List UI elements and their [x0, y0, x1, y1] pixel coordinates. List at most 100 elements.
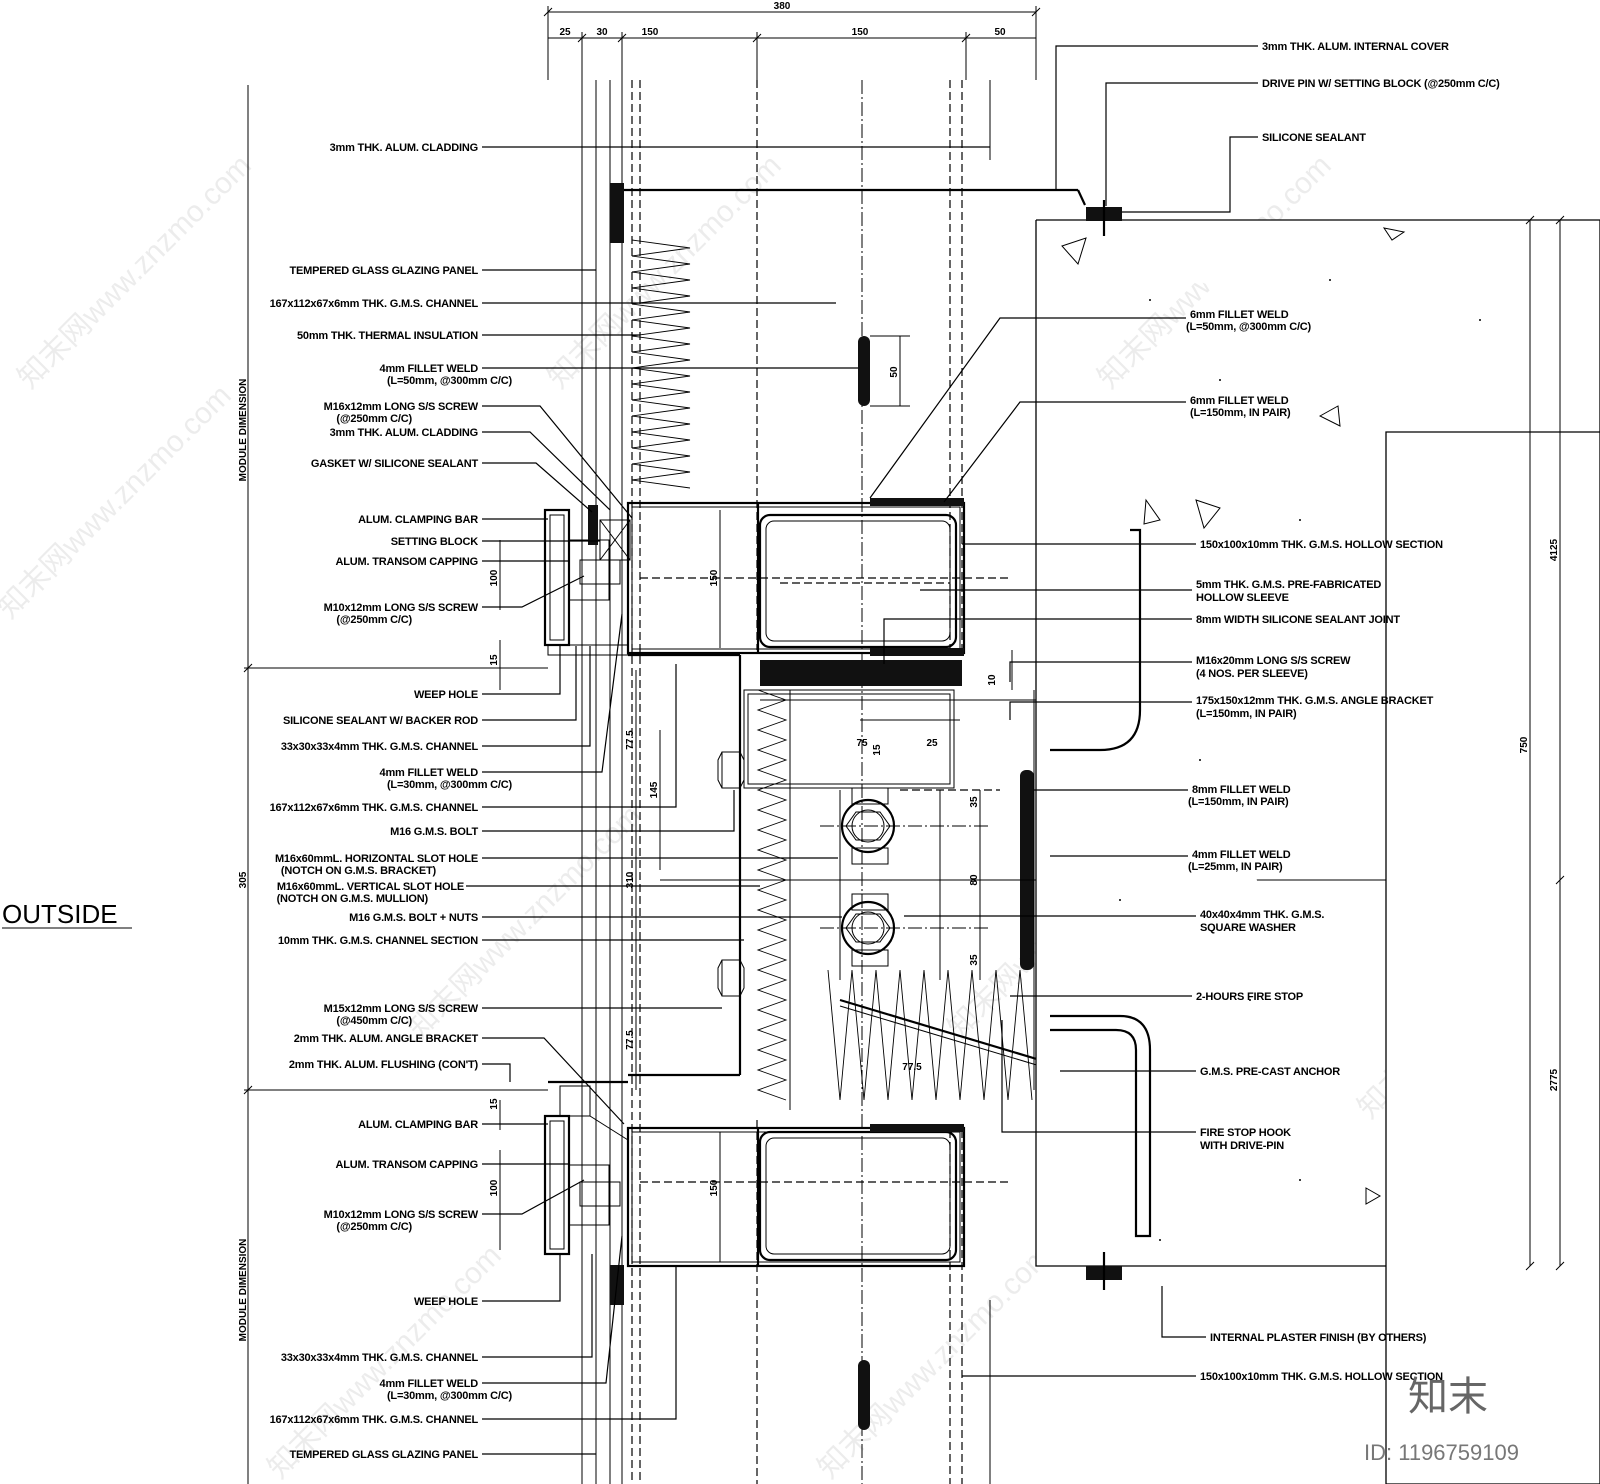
dim-80: 80	[969, 874, 980, 886]
dim-35-b: 35	[969, 954, 980, 966]
dim-10: 10	[987, 674, 998, 686]
dim-top-a: 25	[559, 27, 571, 38]
label-internal-cover: 3mm THK. ALUM. INTERNAL COVER	[1262, 41, 1449, 53]
label-screw-3-spec: (@450mm C/C)	[336, 1015, 412, 1027]
label-screw-3: M15x12mm LONG S/S SCREW	[324, 1003, 479, 1015]
label-channel-top: 167x112x67x6mm THK. G.M.S. CHANNEL	[270, 298, 479, 310]
square-washer-weld	[1020, 770, 1034, 970]
dim-100-lower: 100	[489, 1179, 500, 1196]
dim-15-upper: 15	[489, 654, 500, 666]
label-hollow-section-bottom: 150x100x10mm THK. G.M.S. HOLLOW SECTION	[1200, 1371, 1443, 1383]
dim-35-a: 35	[969, 796, 980, 808]
label-hollow-sleeve: 5mm THK. G.M.S. PRE-FABRICATED	[1196, 579, 1381, 591]
label-cladding-top: 3mm THK. ALUM. CLADDING	[330, 142, 478, 154]
label-screw-1: M16x12mm LONG S/S SCREW	[324, 401, 479, 413]
dim-775-lower: 77.5	[625, 1030, 636, 1050]
dim-305: 305	[238, 871, 249, 888]
label-hollow-sleeve-2: HOLLOW SLEEVE	[1196, 592, 1289, 604]
label-fillet-weld-1-spec: (L=50mm, @300mm C/C)	[387, 375, 513, 387]
label-vertical-slot: M16x60mmL. VERTICAL SLOT HOLE	[277, 881, 464, 893]
label-fire-stop-hook-2: WITH DRIVE-PIN	[1200, 1140, 1284, 1152]
fillet-weld-mark	[858, 336, 870, 406]
label-angle-bracket-alum: 2mm THK. ALUM. ANGLE BRACKET	[294, 1033, 479, 1045]
dim-150-lower: 150	[709, 1179, 720, 1196]
label-thermal-insulation: 50mm THK. THERMAL INSULATION	[297, 330, 478, 342]
label-screw-2: M10x12mm LONG S/S SCREW	[324, 602, 479, 614]
label-bolt-nuts: M16 G.M.S. BOLT + NUTS	[349, 912, 478, 924]
label-weep-hole-1: WEEP HOLE	[414, 689, 478, 701]
right-dimension-chain: 4125 750 2775	[1519, 215, 1565, 1271]
label-screw-s-s-spec: (4 NOS. PER SLEEVE)	[1196, 668, 1308, 680]
dim-15-lower: 15	[489, 1098, 500, 1110]
label-vertical-slot-spec: (NOTCH ON G.M.S. MULLION)	[277, 893, 429, 905]
label-fillet-weld-6a-spec: (L=50mm, @300mm C/C)	[1186, 321, 1312, 333]
dim-4125: 4125	[1549, 538, 1560, 561]
label-channel-bottom: 167x112x67x6mm THK. G.M.S. CHANNEL	[270, 1414, 479, 1426]
module-dimension-bottom: MODULE DIMENSION	[238, 1239, 249, 1342]
label-fillet-weld-1: 4mm FILLET WELD	[380, 363, 479, 375]
label-pre-cast-anchor: G.M.S. PRE-CAST ANCHOR	[1200, 1066, 1340, 1078]
watermark: 知末网www.znzmo.com	[542, 149, 788, 395]
label-channel-33-2: 33x30x33x4mm THK. G.M.S. CHANNEL	[281, 1352, 479, 1364]
side-bolts	[717, 751, 745, 997]
label-fillet-weld-3: 4mm FILLET WELD	[380, 1378, 479, 1390]
dim-2775: 2775	[1549, 1068, 1560, 1091]
label-fire-stop-hook: FIRE STOP HOOK	[1200, 1127, 1291, 1139]
watermark: 知末网www.znzmo.com	[12, 149, 258, 395]
dim-top-total: 380	[774, 1, 791, 12]
label-fillet-weld-3-spec: (L=30mm, @300mm C/C)	[387, 1390, 513, 1402]
label-screw-2-spec: (@250mm C/C)	[336, 614, 412, 626]
fire-stop	[827, 969, 1041, 1101]
label-fire-stop: 2-HOURS FIRE STOP	[1196, 991, 1303, 1003]
label-silicone-backer: SILICONE SEALANT W/ BACKER ROD	[283, 715, 478, 727]
label-fillet-weld-6a: 6mm FILLET WELD	[1190, 309, 1289, 321]
label-silicone-sealant: SILICONE SEALANT	[1262, 132, 1366, 144]
label-setting-block: SETTING BLOCK	[391, 536, 478, 548]
bolt-upper	[820, 787, 990, 865]
label-drive-pin: DRIVE PIN W/ SETTING BLOCK (@250mm C/C)	[1262, 78, 1500, 90]
dim-150-upper: 150	[709, 569, 720, 586]
label-glazing-panel-top: TEMPERED GLASS GLAZING PANEL	[289, 265, 478, 277]
label-hollow-section-top: 150x100x10mm THK. G.M.S. HOLLOW SECTION	[1200, 539, 1443, 551]
label-screw-1-spec: (@250mm C/C)	[336, 413, 412, 425]
dim-100-upper: 100	[489, 569, 500, 586]
label-clamping-bar-2: ALUM. CLAMPING BAR	[358, 1119, 478, 1131]
label-clamping-bar-1: ALUM. CLAMPING BAR	[358, 514, 478, 526]
label-screw-4-spec: (@250mm C/C)	[336, 1221, 412, 1233]
label-flushing: 2mm THK. ALUM. FLUSHING (CON'T)	[289, 1059, 479, 1071]
label-fillet-weld-6b: 6mm FILLET WELD	[1190, 395, 1289, 407]
label-cladding-2: 3mm THK. ALUM. CLADDING	[330, 427, 478, 439]
thermal-insulation-upper	[631, 239, 691, 489]
dim-top-b: 30	[596, 27, 608, 38]
label-fillet-weld-6b-spec: (L=150mm, IN PAIR)	[1190, 407, 1291, 419]
glazing-panel	[610, 183, 1086, 1305]
upper-transom-profile	[543, 505, 742, 1084]
sealant-joint	[760, 660, 962, 686]
dim-top-e: 50	[994, 27, 1006, 38]
label-fillet-weld-8-spec: (L=150mm, IN PAIR)	[1188, 796, 1289, 808]
label-fillet-weld-4-spec: (L=25mm, IN PAIR)	[1188, 861, 1283, 873]
dim-75: 75	[856, 738, 868, 749]
upper-hollow-section	[626, 498, 1010, 656]
right-labels: 3mm THK. ALUM. INTERNAL COVER DRIVE PIN …	[869, 41, 1500, 1383]
concrete-slab	[1035, 200, 1600, 1484]
label-channel-mid: 167x112x67x6mm THK. G.M.S. CHANNEL	[270, 802, 479, 814]
dim-top-c: 150	[642, 27, 659, 38]
brand-logo: 知末	[1408, 1374, 1488, 1420]
label-fillet-weld-2-spec: (L=30mm, @300mm C/C)	[387, 779, 513, 791]
label-square-washer-2: SQUARE WASHER	[1200, 922, 1296, 934]
lower-transom-profile	[543, 1085, 629, 1256]
label-weep-hole-2: WEEP HOLE	[414, 1296, 478, 1308]
dim-310: 310	[625, 871, 636, 888]
label-gasket: GASKET W/ SILICONE SEALANT	[311, 458, 479, 470]
watermark: 知末网www.znzmo.com	[0, 379, 238, 625]
module-dimension-chain: MODULE DIMENSION 305 MODULE DIMENSION	[238, 85, 548, 1484]
label-plaster-finish: INTERNAL PLASTER FINISH (BY OTHERS)	[1210, 1332, 1427, 1344]
dim-750: 750	[1519, 736, 1530, 753]
label-transom-capping-2: ALUM. TRANSOM CAPPING	[336, 1159, 478, 1171]
dim-top-d: 150	[852, 27, 869, 38]
dim-145: 145	[649, 781, 660, 798]
label-fillet-weld-4: 4mm FILLET WELD	[1192, 849, 1291, 861]
label-transom-capping-1: ALUM. TRANSOM CAPPING	[336, 556, 478, 568]
